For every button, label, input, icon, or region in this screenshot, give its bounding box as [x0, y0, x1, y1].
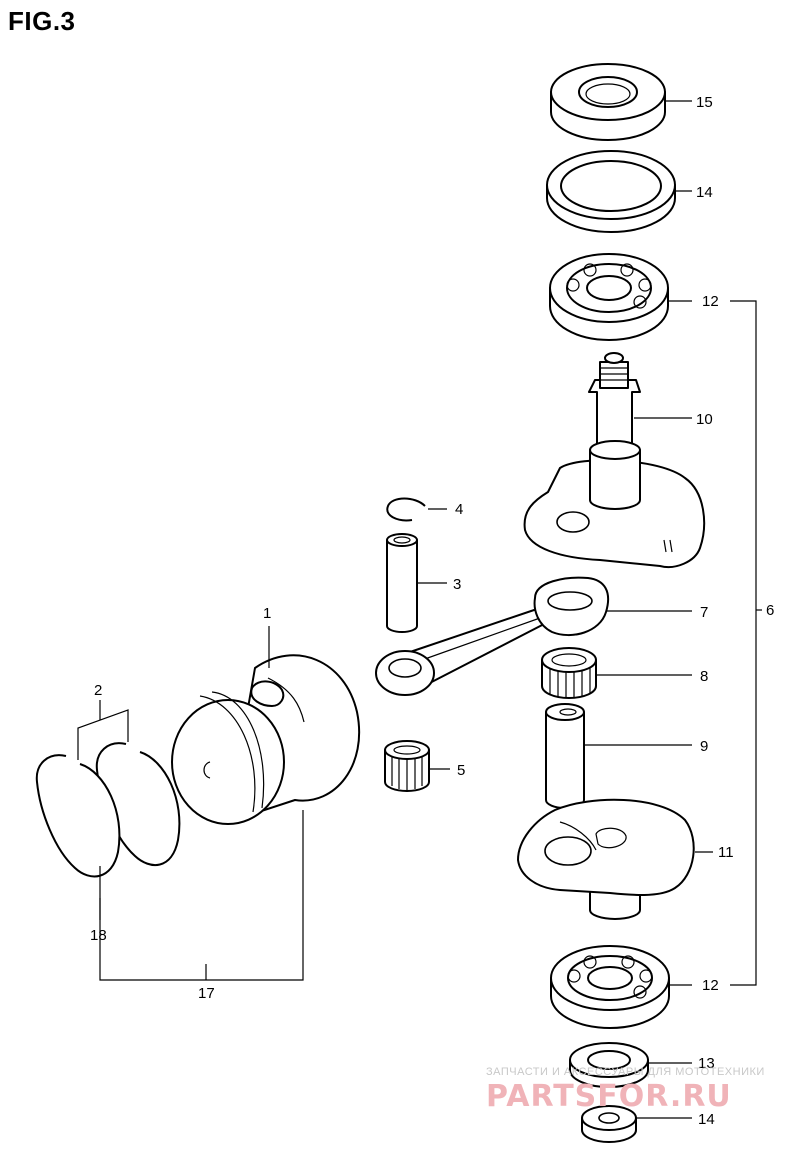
part-8-needle-bearing	[541, 647, 597, 699]
callout-15: 14	[696, 184, 713, 201]
part-5-needle-bearing	[384, 740, 430, 792]
callout-8: 8	[700, 668, 708, 685]
part-11-lower-crankshaft	[517, 798, 695, 920]
part-12-lower-bearing	[550, 945, 670, 1029]
part-15-washer	[546, 150, 676, 233]
watermark-brand: PARTSFOR.RU	[486, 1079, 732, 1114]
callout-16: 15	[696, 94, 713, 111]
callout-12-upper: 12	[702, 293, 719, 310]
callout-6: 6	[766, 602, 774, 619]
part-14-nut	[581, 1105, 637, 1143]
part-4-circlip	[386, 497, 426, 522]
part-13-spacer	[569, 1042, 649, 1088]
part-2-piston-rings	[35, 742, 181, 878]
part-1-piston	[171, 654, 361, 825]
leader-lines	[77, 100, 762, 1119]
watermark-subtitle: ЗАПЧАСТИ И АКСЕССУАРЫ ДЛЯ МОТОТЕХНИКИ	[486, 1066, 765, 1078]
callout-12-lower: 12	[702, 977, 719, 994]
part-3-piston-pin	[386, 533, 418, 633]
part-10-upper-crankshaft	[523, 352, 706, 568]
part-7-connecting-rod	[375, 576, 610, 696]
callout-3: 3	[453, 576, 461, 593]
callout-11: 11	[718, 844, 734, 861]
figure-title: FIG.3	[8, 6, 76, 36]
callout-7: 7	[700, 604, 708, 621]
part-12-upper-bearing	[549, 253, 669, 341]
callout-13: 13	[698, 1055, 715, 1072]
callout-numbers: 15 14 12 10 4 3 7 6 8 9 5 11 12 13 14 1 …	[90, 94, 774, 1128]
callout-4: 4	[455, 501, 463, 518]
part-16-oil-seal	[550, 63, 666, 141]
callout-18: 18	[90, 927, 107, 944]
callout-2: 2	[94, 682, 102, 699]
callout-14: 14	[698, 1111, 715, 1128]
watermark: ЗАПЧАСТИ И АКСЕССУАРЫ ДЛЯ МОТОТЕХНИКИ PA…	[486, 1066, 765, 1114]
part-9-crank-pin	[545, 703, 585, 809]
callout-5: 5	[457, 762, 465, 779]
callout-17: 17	[198, 985, 215, 1002]
callout-1: 1	[263, 605, 271, 622]
callout-9: 9	[700, 738, 708, 755]
callout-10: 10	[696, 411, 713, 428]
